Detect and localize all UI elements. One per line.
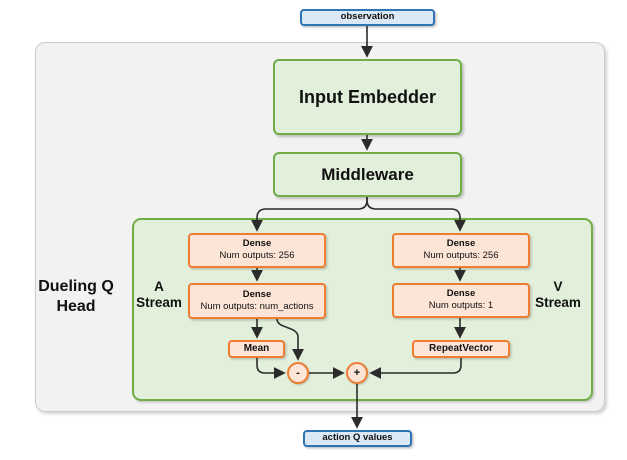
observation-label: observation <box>340 11 395 23</box>
a-stream-label: A Stream <box>128 279 190 311</box>
dueling-q-head-label: Dueling Q Head <box>20 277 132 317</box>
mean-label: Mean <box>243 343 270 355</box>
input-embedder-label: Input Embedder <box>298 86 436 107</box>
subtract-op-label: - <box>296 367 300 379</box>
action-q-values-label: action Q values <box>322 432 393 444</box>
middleware-node: Middleware <box>273 152 462 197</box>
dense-a1-node: Dense Num outputs: 256 <box>188 233 326 268</box>
dense-a1-title: Dense <box>242 238 272 250</box>
add-op-node: + <box>346 362 368 384</box>
dense-a1-subtitle: Num outputs: 256 <box>219 250 295 261</box>
v-stream-label: V Stream <box>527 279 589 311</box>
dense-v1-subtitle: Num outputs: 256 <box>423 250 499 261</box>
dense-v2-node: Dense Num outputs: 1 <box>392 283 530 318</box>
action-q-values-node: action Q values <box>303 430 412 447</box>
input-embedder-node: Input Embedder <box>273 59 462 135</box>
dense-v2-title: Dense <box>446 288 476 300</box>
middleware-label: Middleware <box>321 164 414 184</box>
observation-node: observation <box>300 9 435 26</box>
v-stream-label-line1: V <box>553 279 563 294</box>
a-stream-label-line2: Stream <box>136 295 182 311</box>
repeat-vector-label: RepeatVector <box>429 343 493 355</box>
dense-a2-node: Dense Num outputs: num_actions <box>188 283 326 319</box>
v-stream-label-line2: Stream <box>535 295 581 311</box>
dense-v1-title: Dense <box>446 238 476 250</box>
dueling-q-head-label-line1: Dueling Q <box>38 278 114 295</box>
dense-a2-title: Dense <box>242 288 272 300</box>
add-op-label: + <box>353 367 361 379</box>
repeat-vector-node: RepeatVector <box>412 340 510 358</box>
subtract-op-node: - <box>287 362 309 384</box>
a-stream-label-line1: A <box>154 279 164 294</box>
mean-node: Mean <box>228 340 285 358</box>
dueling-q-head-label-line2: Head <box>56 298 96 315</box>
dense-v1-node: Dense Num outputs: 256 <box>392 233 530 268</box>
dense-v2-subtitle: Num outputs: 1 <box>428 300 494 311</box>
dense-a2-subtitle: Num outputs: num_actions <box>200 300 314 312</box>
